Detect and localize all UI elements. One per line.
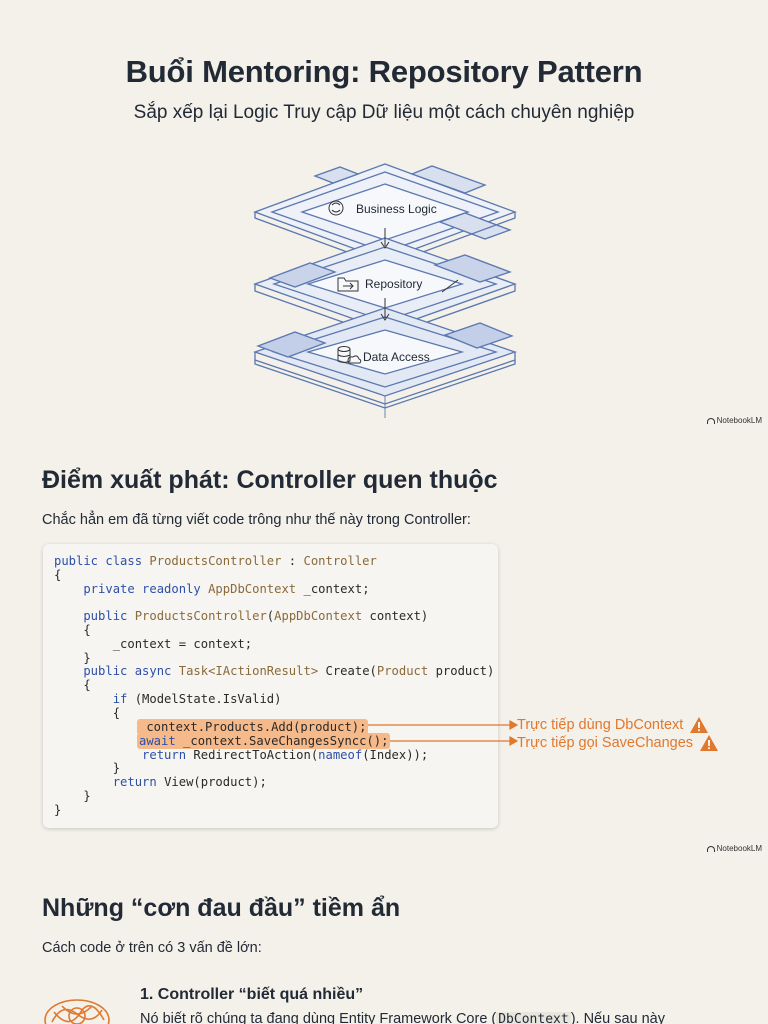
notebooklm-watermark: NotebookLM [706, 416, 762, 425]
warning-icon [700, 735, 719, 751]
annotation-arrows [368, 719, 519, 747]
notebooklm-logo-icon [706, 845, 715, 852]
code-line-highlighted: await _context.SaveChangesSyncc(); [137, 733, 391, 749]
layer-label-repository: Repository [365, 277, 422, 291]
slide-title: Buổi Mentoring: Repository Pattern Sắp x… [0, 0, 768, 432]
code-line: _context = context; [54, 637, 253, 651]
code-line: } [54, 651, 91, 665]
code-line-highlighted: _context.Products.Add(product); [137, 719, 369, 735]
annotation-dbcontext: Trực tiếp dùng DbContext [517, 716, 709, 734]
code-line: { [54, 623, 91, 637]
code-line: private readonly AppDbContext _context; [54, 582, 370, 596]
code-line: return View(product); [54, 775, 267, 789]
layer-label-business: Business Logic [356, 202, 437, 216]
notebooklm-watermark: NotebookLM [706, 844, 762, 853]
layer-bottom [252, 307, 518, 409]
code-line: return RedirectToAction(nameof(Index)); [54, 748, 429, 762]
slide-controller: Điểm xuất phát: Controller quen thuộc Ch… [0, 432, 768, 864]
watermark-text: NotebookLM [716, 416, 762, 425]
tangled-knot-icon [44, 999, 110, 1024]
issue-text: Nó biết rõ chúng ta đang dùng Entity Fra… [140, 1011, 665, 1024]
code-block: public class ProductsController : Contro… [43, 544, 498, 828]
watermark-text: NotebookLM [716, 844, 762, 853]
annotation-text: Trực tiếp dùng DbContext [517, 717, 684, 733]
section-heading: Điểm xuất phát: Controller quen thuộc [42, 466, 498, 494]
code-line: public async Task<IActionResult> Create(… [54, 664, 495, 678]
code-line: public ProductsController(AppDbContext c… [54, 609, 429, 623]
section-lead: Cách code ở trên có 3 vấn đề lớn: [42, 940, 262, 956]
layer-label-data-access: Data Access [363, 350, 430, 364]
annotation-savechanges: Trực tiếp gọi SaveChanges [517, 734, 719, 752]
slide-pain-points: Những “cơn đau đầu” tiềm ẩn Cách code ở … [0, 864, 768, 1024]
issue-title: 1. Controller “biết quá nhiều” [140, 986, 364, 1003]
brain-icon [328, 200, 344, 216]
code-line: { [54, 706, 121, 720]
warning-icon [690, 717, 709, 733]
code-line: } [54, 803, 62, 817]
code-line: public class ProductsController : Contro… [54, 554, 377, 568]
code-line: { [54, 678, 91, 692]
code-line: } [54, 789, 91, 803]
database-cloud-icon [337, 346, 362, 364]
page-subtitle: Sắp xếp lại Logic Truy cập Dữ liệu một c… [133, 102, 635, 123]
code-line: } [54, 761, 121, 775]
code-line: if (ModelState.IsValid) [54, 692, 282, 706]
section-heading: Những “cơn đau đầu” tiềm ẩn [42, 894, 401, 922]
page-title: Buổi Mentoring: Repository Pattern [125, 54, 643, 89]
folder-arrow-icon [337, 277, 359, 292]
layer-diagram: Business Logic Repository Data Access [252, 163, 518, 418]
notebooklm-logo-icon [706, 417, 715, 424]
annotation-text: Trực tiếp gọi SaveChanges [517, 735, 694, 751]
section-lead: Chắc hẳn em đã từng viết code trông như … [42, 512, 471, 528]
code-line: { [54, 568, 62, 582]
